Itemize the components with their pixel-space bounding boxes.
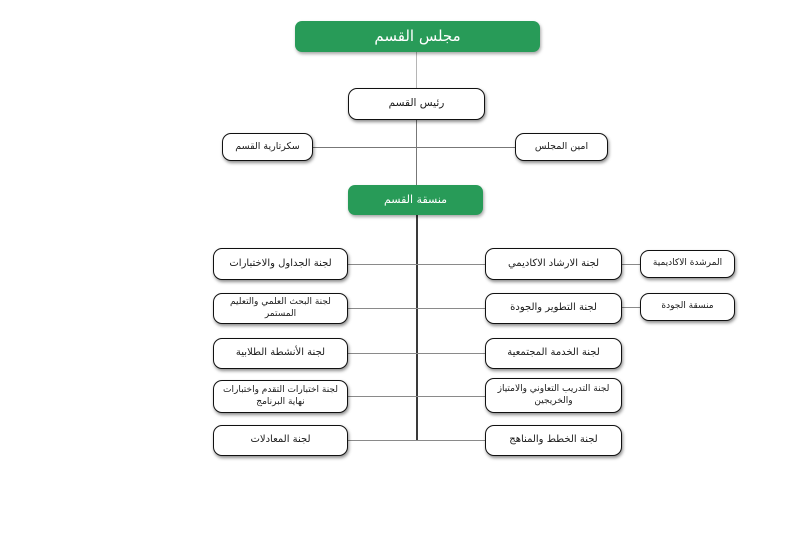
org-node-committee-academic-advising: لجنة الارشاد الاكاديمي — [485, 248, 622, 280]
org-node-department-coordinator: منسقة القسم — [348, 185, 483, 215]
org-node-committee-progress-final-exams: لجنة اختبارات التقدم واختبارات نهاية الب… — [213, 380, 348, 413]
connector-row-3 — [348, 353, 485, 354]
connector-head-to-coordinator — [416, 120, 417, 185]
connector-advisor-branch — [622, 264, 640, 265]
org-node-committee-community-service: لجنة الخدمة المجتمعية — [485, 338, 622, 369]
org-node-committee-development-quality: لجنة التطوير والجودة — [485, 293, 622, 324]
org-node-quality-coordinator: منسقة الجودة — [640, 293, 735, 321]
org-node-department-head: رئيس القسم — [348, 88, 485, 120]
org-node-committee-student-activities: لجنة الأنشطة الطلابية — [213, 338, 348, 369]
org-node-committee-schedules-exams: لجنة الجداول والاختبارات — [213, 248, 348, 280]
org-node-committee-plans-curricula: لجنة الخطط والمناهج — [485, 425, 622, 456]
org-node-council-secretary: امين المجلس — [515, 133, 608, 161]
org-node-department-secretariat: سكرتارية القسم — [222, 133, 313, 161]
org-node-committee-research-continuing-education: لجنة البحث العلمي والتعليم المستمر — [213, 293, 348, 324]
connector-row-4 — [348, 396, 485, 397]
org-node-department-council: مجلس القسم — [295, 21, 540, 52]
org-node-committee-coop-training-graduates: لجنة التدريب التعاوني والامتياز والخريجي… — [485, 378, 622, 413]
connector-row-2 — [348, 308, 485, 309]
org-node-academic-advisor: المرشدة الاكاديمية — [640, 250, 735, 278]
connector-row-1 — [348, 264, 485, 265]
connector-row-5 — [348, 440, 485, 441]
connector-secretaries-row — [313, 147, 515, 148]
org-node-committee-equivalencies: لجنة المعادلات — [213, 425, 348, 456]
connector-quality-branch — [622, 307, 640, 308]
connector-council-to-head — [416, 52, 417, 88]
connector-main-trunk — [416, 215, 418, 440]
